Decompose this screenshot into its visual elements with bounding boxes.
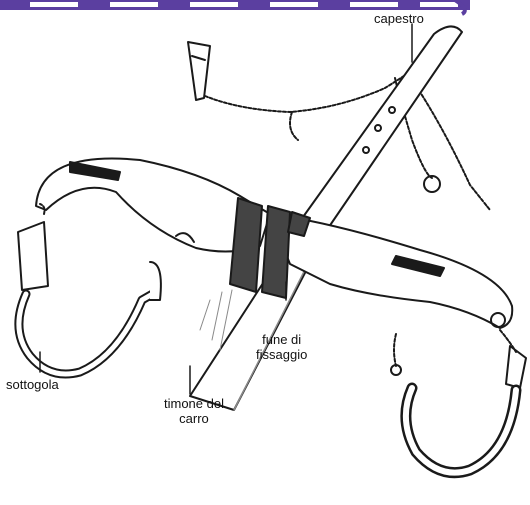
- label-sottogola: sottogola: [6, 377, 59, 392]
- right-throat-strap: [391, 330, 526, 473]
- label-timone-line2: carro: [164, 411, 224, 426]
- label-fune-line2: fissaggio: [256, 347, 307, 362]
- top-decorative-band: [0, 0, 530, 14]
- stake-peg: [188, 42, 210, 100]
- label-fune-line1: fune di: [256, 332, 307, 347]
- label-fune-di-fissaggio: fune di fissaggio: [256, 332, 307, 362]
- left-throat-strap: [18, 204, 161, 374]
- label-capestro: capestro: [374, 11, 424, 26]
- label-timone-del-carro: timone del carro: [164, 396, 224, 426]
- label-timone-line1: timone del: [164, 396, 224, 411]
